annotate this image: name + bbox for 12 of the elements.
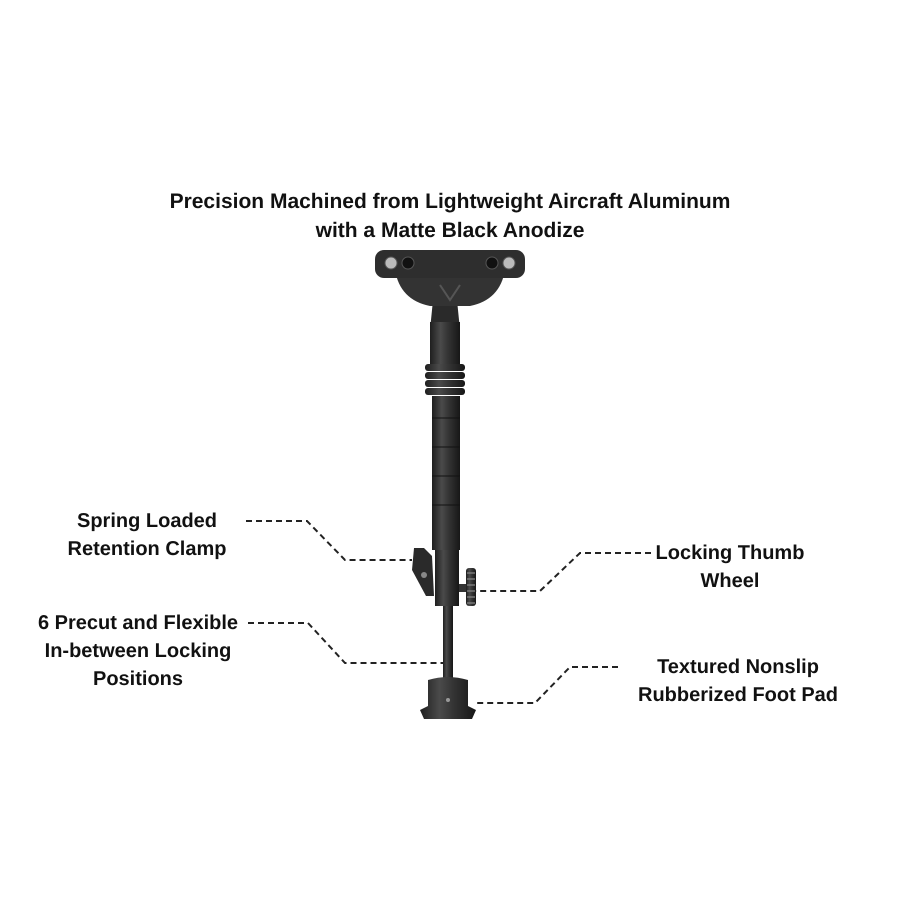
callout-label: Locking Thumb Wheel [655, 539, 805, 595]
leader-line [246, 520, 412, 561]
feature-caption: Precision Machined from Lightweight Aircraft Aluminum with a Matte Black Anodize [168, 189, 732, 244]
leader-line [248, 622, 443, 664]
callout-label: Textured Nonslip Rubberized Foot Pad [622, 653, 854, 709]
retention-clamp [412, 548, 434, 596]
leader-line [476, 666, 618, 704]
foot-pad [420, 677, 476, 719]
thumb-wheel [459, 568, 476, 606]
callout-label: 6 Precut and Flexible In-between Locking Positions [32, 609, 244, 693]
callout-label: Spring Loaded Retention Clamp [52, 507, 242, 563]
leg-rod [443, 606, 453, 678]
